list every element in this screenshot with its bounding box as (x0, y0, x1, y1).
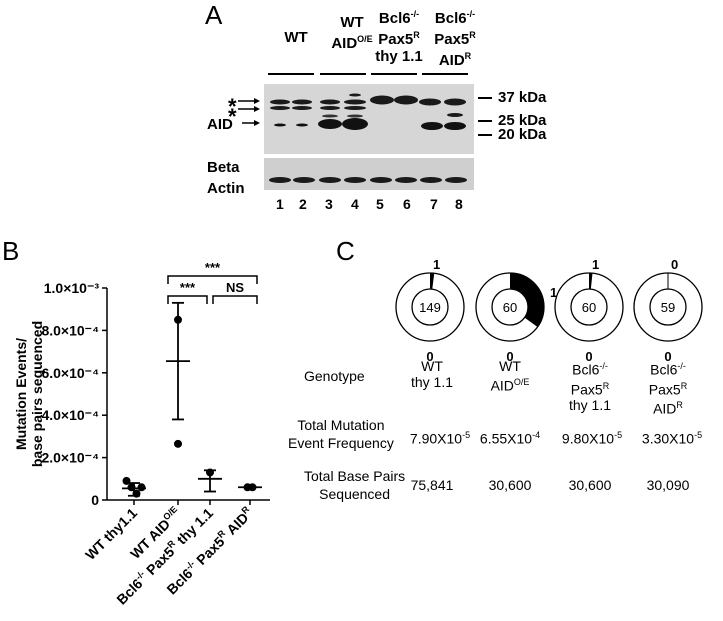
marker-37-line (478, 97, 492, 99)
significance-label: NS (226, 280, 244, 295)
blot-main (264, 84, 474, 154)
group-label-bcl6-pax5-thy: Bcl6-/- Pax5R thy 1.1 (375, 9, 423, 65)
actin-label: Beta Actin (207, 159, 245, 197)
y-axis-label: Mutation Events/ (13, 338, 29, 450)
y-tick-label: 1.0×10⁻³ (44, 280, 100, 296)
data-point (206, 468, 214, 477)
row-label-base-pairs: Total Base Pairs Sequenced (304, 468, 406, 502)
pie-bottom-label: 0 (426, 349, 433, 364)
pie-center-label: 149 (419, 300, 441, 315)
pie-center-label: 59 (661, 300, 675, 315)
pie-right-label: 1 (550, 285, 557, 300)
lane-number: 2 (299, 196, 307, 212)
group-label-bcl6-pax5-aid: Bcl6-/- Pax5R AIDR (434, 9, 476, 69)
group-bar-1 (268, 73, 314, 75)
lane-number: 8 (455, 196, 463, 212)
significance-bracket (167, 275, 258, 284)
frequency-value: 9.80X10-5 (561, 430, 623, 447)
row-label-frequency: Total Mutation Event Frequency (288, 417, 394, 451)
pie-top-label: 1 (433, 257, 440, 272)
marker-20-label: 20 kDa (498, 126, 547, 143)
significance-label: *** (180, 280, 196, 295)
base-pairs-value: 30,600 (488, 477, 532, 493)
pie-center (491, 288, 529, 326)
lane-number: 6 (403, 196, 411, 212)
data-point (132, 489, 141, 498)
pie-bottom-label: 0 (506, 349, 513, 364)
base-pairs-value: 75,841 (410, 477, 454, 493)
lane-number: 5 (376, 196, 384, 212)
base-pairs-value: 30,090 (646, 477, 690, 493)
band-arrows (238, 98, 260, 126)
group-label-wt-aid-oe: WT AIDO/E (331, 14, 373, 52)
mutation-scatter-chart: 0 2.0×10⁻⁴ 4.0×10⁻⁴ 6.0×10⁻⁴ 8.0×10⁻⁴ 1.0×10⁻… (13, 260, 270, 608)
marker-25-label: 25 kDa (498, 112, 547, 129)
group-bar-4 (422, 73, 468, 75)
star-label-2: * (228, 104, 237, 129)
y-tick-label: 8.0×10⁻⁴ (41, 322, 99, 338)
data-point (127, 483, 136, 492)
blot-bands-actin (269, 177, 467, 183)
y-tick-label: 2.0×10⁻⁴ (41, 450, 99, 466)
base-pairs-value: 30,600 (568, 477, 612, 493)
frequency-value: 3.30X10-5 (641, 430, 703, 447)
data-point (174, 439, 182, 448)
pie-center (411, 288, 449, 326)
blot-actin (264, 158, 474, 190)
marker-20-line (478, 134, 492, 136)
group-bar-2 (320, 73, 366, 75)
y-tick-label: 4.0×10⁻⁴ (41, 407, 99, 423)
significance-bracket (212, 295, 258, 304)
significance-bracket (167, 295, 208, 304)
frequency-value: 6.55X10-4 (479, 430, 541, 447)
lane-number: 3 (325, 196, 333, 212)
y-axis-label: base pairs sequenced (29, 321, 45, 467)
y-tick-label: 0 (91, 492, 99, 508)
group-bar-3 (371, 73, 417, 75)
frequency-value: 7.90X10-5 (409, 430, 471, 447)
data-point (122, 476, 131, 485)
star-label-1: * (228, 94, 237, 119)
data-point (248, 483, 257, 492)
western-blot (264, 73, 474, 190)
data-point (174, 315, 182, 324)
marker-25-line (478, 120, 492, 122)
pie-center-label: 60 (503, 300, 517, 315)
y-tick-label: 6.0×10⁻⁴ (41, 365, 99, 381)
blot-bands-upper (270, 93, 466, 117)
pie-top-label: 0 (671, 257, 678, 272)
panel-c-letter: C (336, 236, 355, 266)
pie-bottom-label: 0 (664, 349, 671, 364)
panel-a-letter: A (205, 0, 223, 30)
pie-chart-1: 149 1 0 (395, 257, 465, 364)
pie-center (570, 288, 608, 326)
row-label-genotype: Genotype (304, 368, 365, 384)
blot-bands-aid (274, 118, 466, 130)
data-point (137, 483, 146, 492)
pie-center (649, 288, 687, 326)
pie-bottom-label: 0 (585, 349, 592, 364)
pie-center-label: 60 (582, 300, 596, 315)
pie-charts: 60 1 0 60 1 0 59 0 0 (475, 257, 703, 364)
aid-band-label: AID (207, 116, 233, 133)
panel-b-letter: B (2, 236, 20, 266)
pie-top-label: 1 (592, 257, 599, 272)
lane-number: 4 (351, 196, 359, 212)
group-label-wt: WT (284, 29, 308, 46)
significance-label: *** (205, 260, 221, 275)
lane-number: 7 (430, 196, 438, 212)
marker-37-label: 37 kDa (498, 89, 547, 106)
lane-number: 1 (276, 196, 284, 212)
